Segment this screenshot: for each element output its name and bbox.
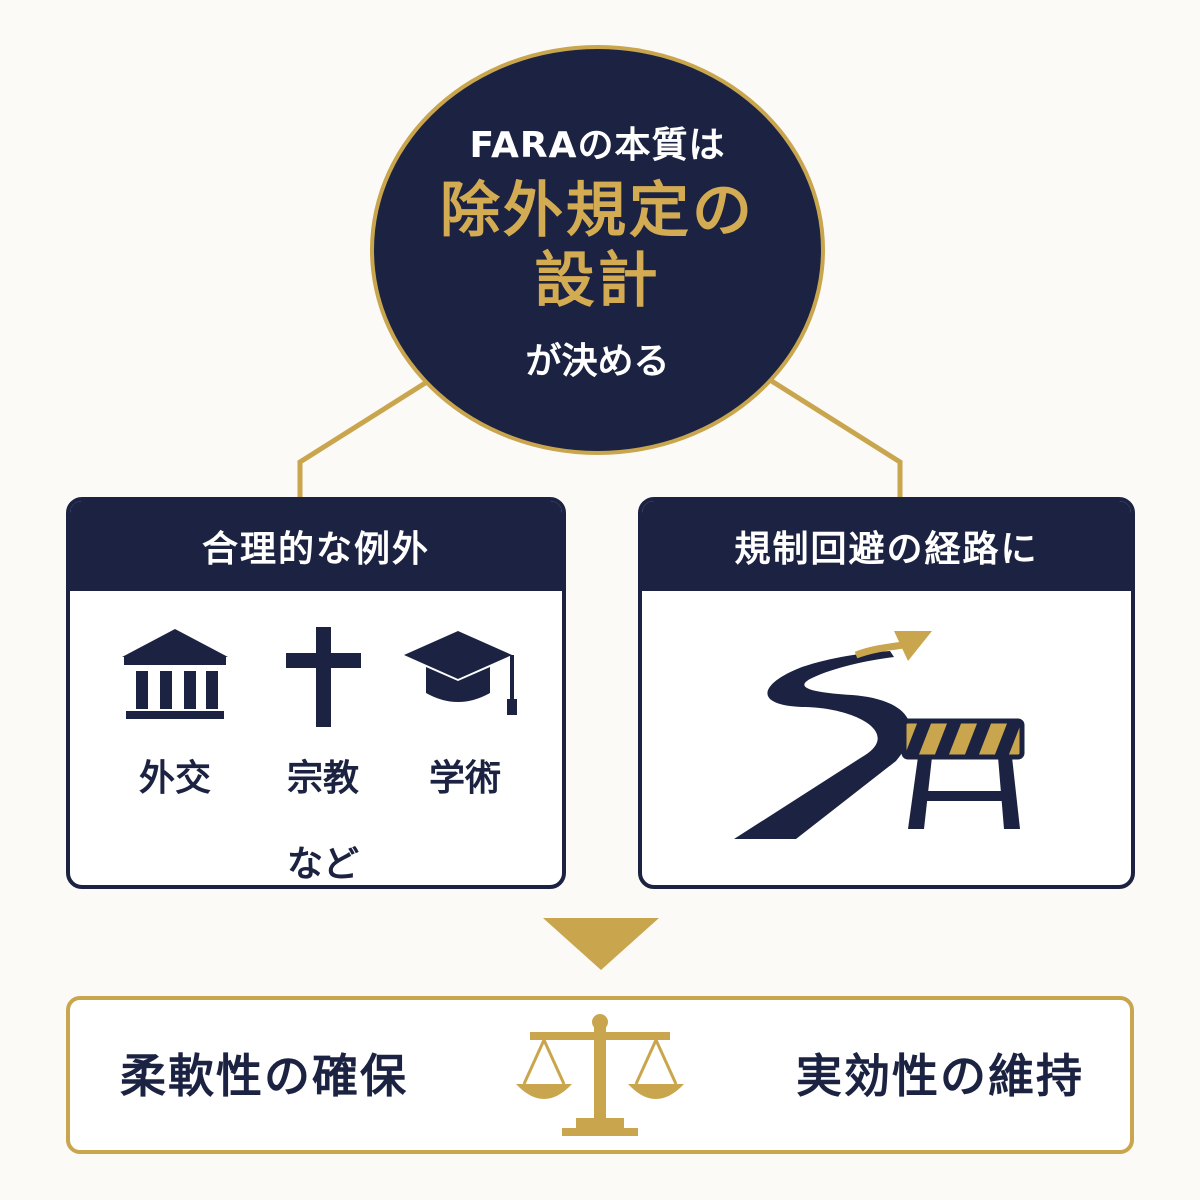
cross-icon	[286, 627, 361, 727]
exception-religion: 宗教	[258, 627, 388, 805]
flexibility-text: 柔軟性の確保	[120, 1049, 408, 1103]
hub-top-text: FARAの本質は	[469, 125, 726, 166]
down-arrow-icon	[543, 918, 659, 970]
connector-lines	[297, 377, 903, 500]
exception-label-religion: 宗教	[286, 758, 359, 799]
hub-bottom-text: が決める	[525, 341, 670, 382]
institution-icon	[122, 629, 228, 719]
balance-box: 柔軟性の確保 実効性の維持	[66, 996, 1134, 1154]
exceptions-panel: 合理的な例外 外交 宗教	[66, 497, 566, 889]
exceptions-panel-title: 合理的な例外	[70, 501, 562, 591]
exception-diplomacy: 外交	[110, 627, 240, 805]
exception-label-academia: 学術	[428, 758, 501, 799]
hub-main-text-line2: 設計	[534, 246, 661, 316]
detour-road-barrier-icon	[734, 631, 1025, 839]
etc-text: など	[286, 844, 359, 885]
hub-main-text-line1: 除外規定の	[440, 176, 755, 246]
effectiveness-text: 実効性の維持	[796, 1049, 1084, 1103]
balance-scale-icon	[516, 1014, 684, 1136]
circumvention-panel: 規制回避の経路に	[638, 497, 1135, 889]
exception-academia: 学術	[400, 627, 530, 805]
central-hub: FARAの本質は 除外規定の 設計 が決める	[370, 45, 825, 455]
circumvention-panel-title: 規制回避の経路に	[642, 501, 1131, 591]
graduation-cap-icon	[404, 631, 517, 715]
exception-label-diplomacy: 外交	[138, 758, 211, 799]
